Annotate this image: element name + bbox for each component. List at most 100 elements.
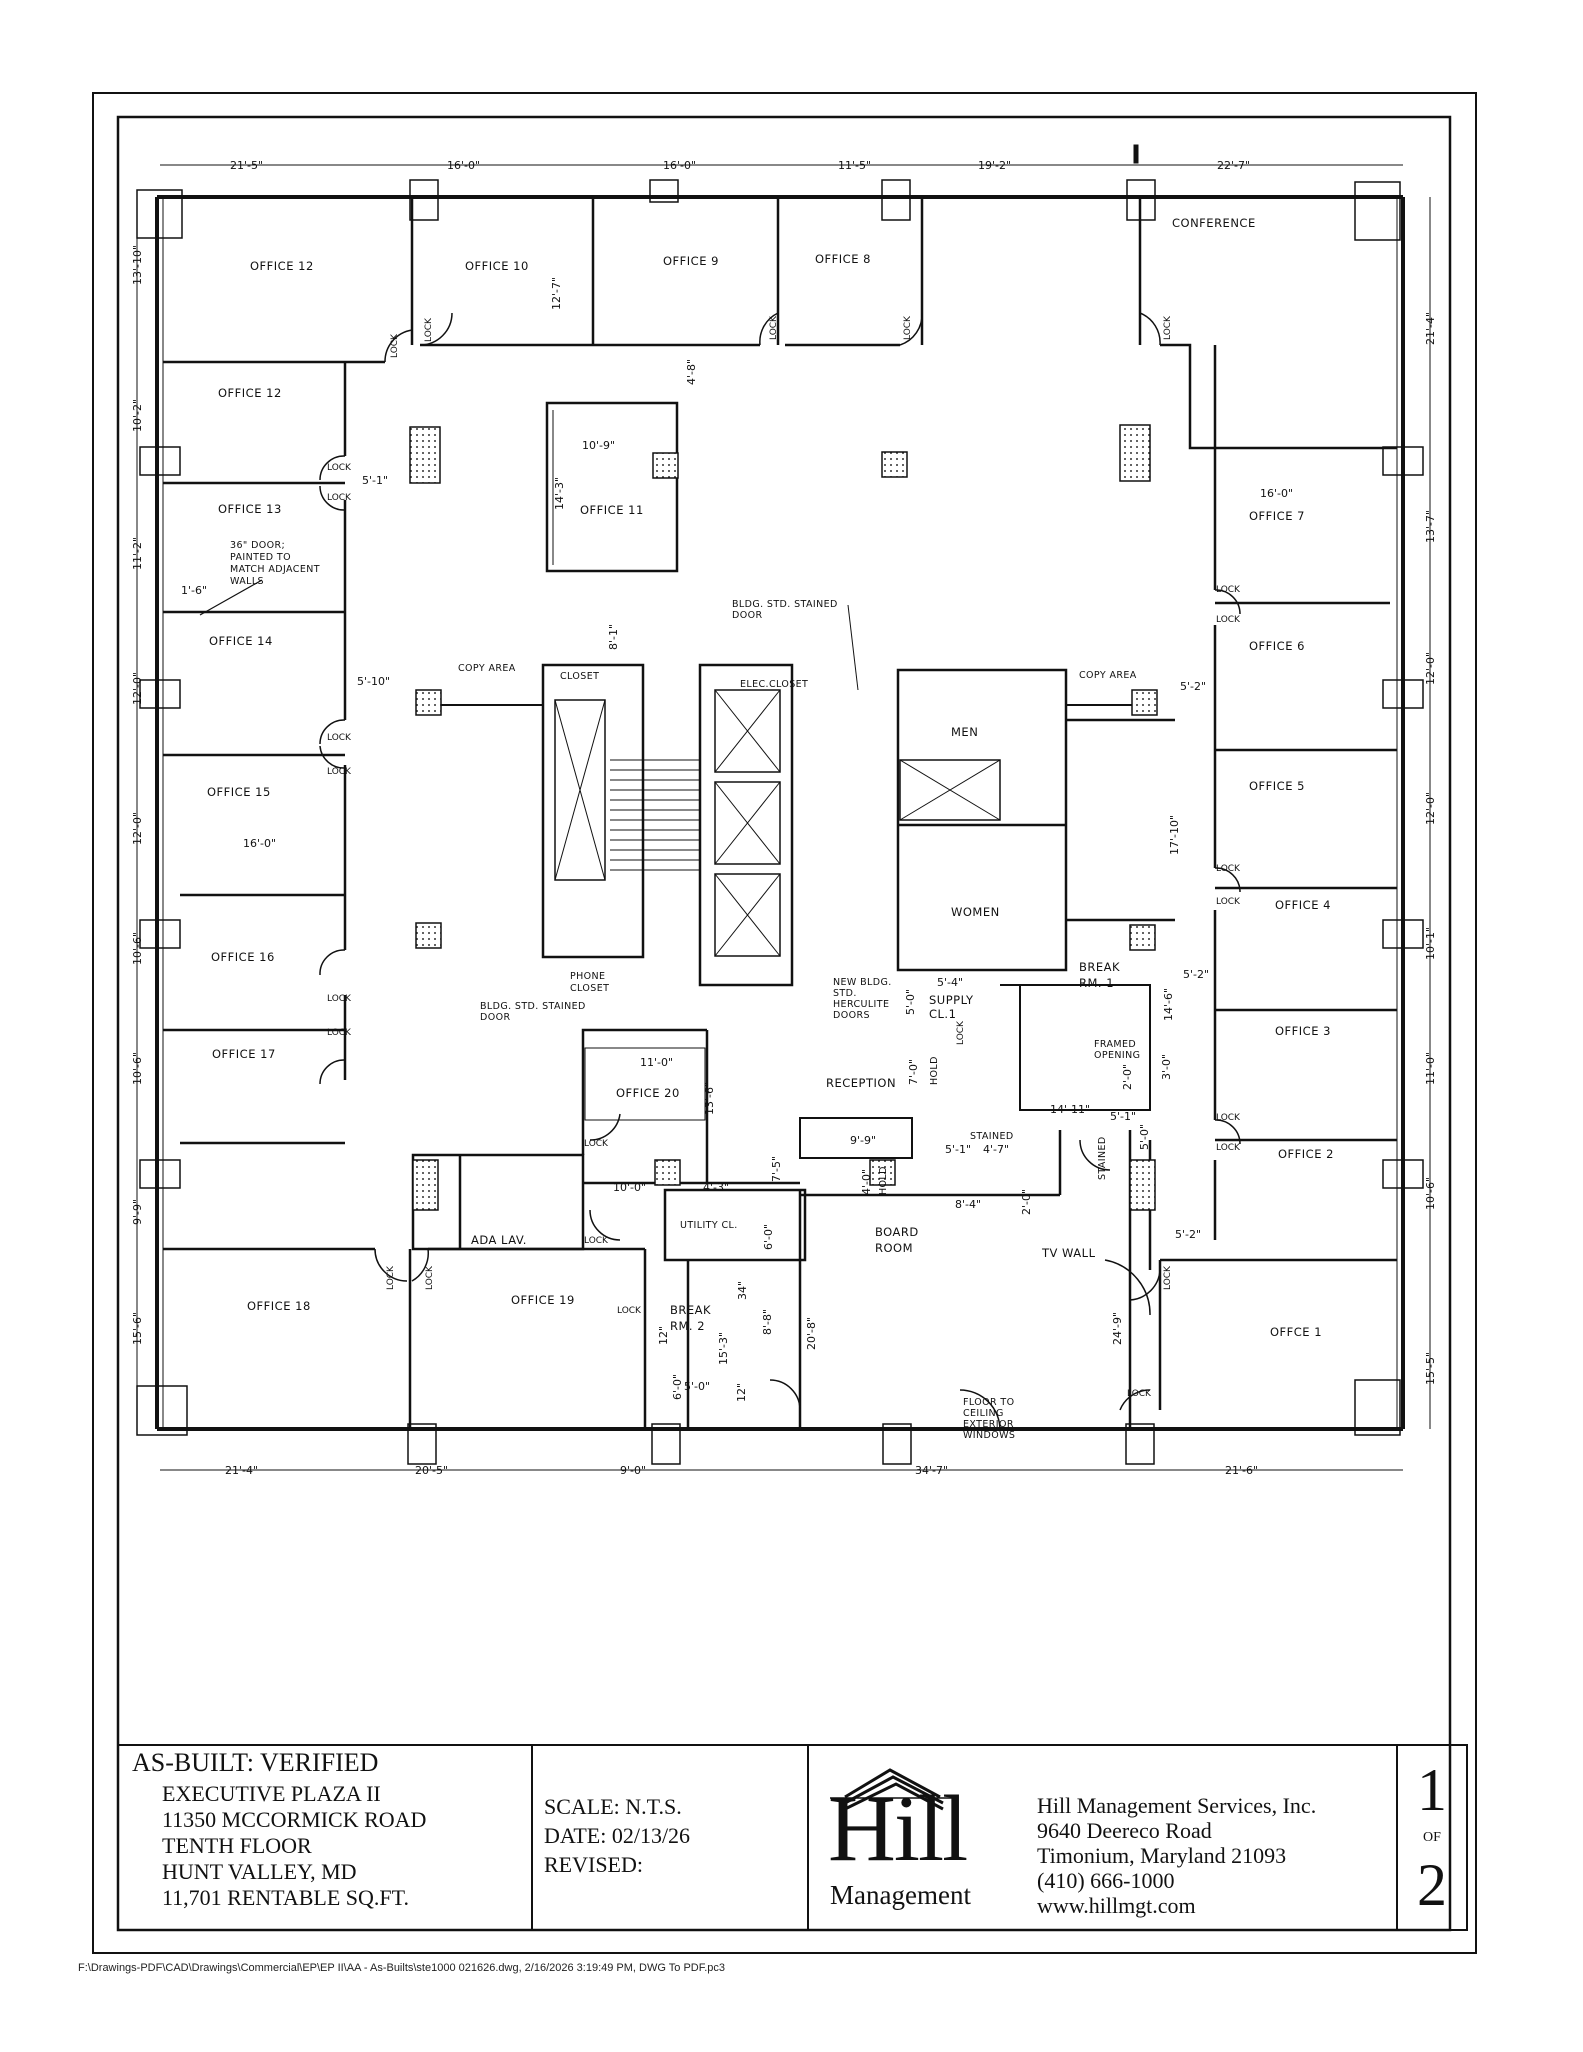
svg-text:11'-2": 11'-2" [131, 537, 144, 570]
svg-text:STD.: STD. [833, 988, 857, 999]
dimension-lines [136, 144, 1431, 1471]
svg-text:LOCK: LOCK [1127, 1389, 1152, 1399]
svg-text:4'-3": 4'-3" [703, 1181, 729, 1194]
svg-text:WOMEN: WOMEN [951, 905, 1000, 919]
svg-text:15'-3": 15'-3" [717, 1332, 730, 1365]
annotations: 36" DOOR; PAINTED TO MATCH ADJACENT WALL… [199, 540, 1140, 1441]
sheet-total: 2 [1417, 1852, 1447, 1918]
svg-text:13'-6": 13'-6" [703, 1082, 716, 1115]
svg-text:BREAK: BREAK [1079, 960, 1120, 974]
svg-text:10'-6": 10'-6" [1424, 1177, 1437, 1210]
svg-text:ELEC.CLOSET: ELEC.CLOSET [740, 679, 808, 690]
svg-text:8'-8": 8'-8" [761, 1309, 774, 1335]
svg-text:9'-9": 9'-9" [850, 1134, 876, 1147]
svg-text:15'-5": 15'-5" [1424, 1352, 1437, 1385]
svg-text:STAINED: STAINED [1097, 1136, 1108, 1180]
svg-text:21'-4": 21'-4" [1424, 312, 1437, 345]
svg-text:4'-0": 4'-0" [860, 1169, 873, 1195]
svg-text:20'-5": 20'-5" [415, 1464, 448, 1477]
company-street: 9640 Deereco Road [1037, 1818, 1212, 1843]
room-labels: OFFICE 12 OFFICE 10 OFFICE 9 OFFICE 8 CO… [207, 216, 1333, 1339]
svg-text:RECEPTION: RECEPTION [826, 1076, 896, 1090]
svg-text:OFFICE 15: OFFICE 15 [207, 785, 271, 799]
inner-border [116, 115, 1452, 1932]
svg-text:5'-2": 5'-2" [1183, 968, 1209, 981]
svg-text:DOOR: DOOR [732, 610, 762, 621]
svg-text:5'-0": 5'-0" [904, 989, 917, 1015]
hill-logo-word: Hill [828, 1777, 968, 1881]
svg-text:22'-7": 22'-7" [1217, 159, 1250, 172]
revised-label: REVISED: [544, 1852, 643, 1877]
date-label: DATE: 02/13/26 [544, 1823, 691, 1848]
svg-text:DOORS: DOORS [833, 1010, 870, 1021]
svg-text:LOCK: LOCK [424, 317, 434, 342]
perimeter-dimensions: 21'-5" 16'-0" 16'-0" 11'-5" 19'-2" 22'-7… [131, 159, 1437, 1477]
svg-text:11'-5": 11'-5" [838, 159, 871, 172]
svg-text:LOCK: LOCK [327, 767, 352, 777]
svg-text:14'-11": 14'-11" [1050, 1103, 1090, 1116]
svg-text:1'-6": 1'-6" [181, 584, 207, 597]
outer-border [92, 92, 1477, 1954]
svg-text:17'-10": 17'-10" [1168, 815, 1181, 855]
svg-text:24'-9": 24'-9" [1111, 1312, 1124, 1345]
hatched-columns [409, 424, 1158, 1211]
svg-text:10'-2": 10'-2" [131, 399, 144, 432]
address-line: TENTH FLOOR [162, 1833, 312, 1858]
svg-text:OFFICE 4: OFFICE 4 [1275, 898, 1331, 912]
svg-text:LOCK: LOCK [584, 1139, 609, 1149]
hill-logo-roof-icon [830, 1768, 958, 1811]
sheet-of-label: OF [1423, 1830, 1441, 1845]
svg-text:CL.1: CL.1 [929, 1007, 956, 1021]
svg-text:OFFICE 10: OFFICE 10 [465, 259, 529, 273]
svg-text:LOCK: LOCK [903, 315, 913, 340]
svg-text:OFFICE 7: OFFICE 7 [1249, 509, 1305, 523]
svg-text:OFFICE 5: OFFICE 5 [1249, 779, 1305, 793]
svg-text:16'-0": 16'-0" [663, 159, 696, 172]
svg-text:10'-6": 10'-6" [131, 1052, 144, 1085]
svg-text:12'-7": 12'-7" [550, 277, 563, 310]
svg-text:13'-7": 13'-7" [1424, 510, 1437, 543]
svg-text:20'-8": 20'-8" [805, 1317, 818, 1350]
svg-text:COPY AREA: COPY AREA [1079, 670, 1137, 681]
svg-text:5'-1": 5'-1" [362, 474, 388, 487]
svg-text:OFFICE 11: OFFICE 11 [580, 503, 644, 517]
hill-logo-sub: Management [830, 1880, 971, 1910]
svg-text:5'-1": 5'-1" [1110, 1110, 1136, 1123]
svg-text:21'-6": 21'-6" [1225, 1464, 1258, 1477]
svg-text:OFFICE 19: OFFICE 19 [511, 1293, 575, 1307]
svg-text:UTILITY CL.: UTILITY CL. [680, 1220, 738, 1231]
file-path-footer: F:\Drawings-PDF\CAD\Drawings\Commercial\… [78, 1962, 726, 1974]
svg-text:SUPPLY: SUPPLY [929, 993, 974, 1007]
address-line: HUNT VALLEY, MD [162, 1859, 357, 1884]
sheet-number: 1 [1417, 1757, 1447, 1823]
svg-text:BLDG. STD. STAINED: BLDG. STD. STAINED [480, 1001, 586, 1012]
svg-text:13'-10": 13'-10" [131, 245, 144, 285]
svg-text:2'-0": 2'-0" [1121, 1064, 1134, 1090]
svg-text:OFFICE 12: OFFICE 12 [218, 386, 282, 400]
svg-text:LOCK: LOCK [956, 1020, 966, 1045]
svg-text:15'-6": 15'-6" [131, 1312, 144, 1345]
svg-text:ADA LAV.: ADA LAV. [471, 1233, 527, 1247]
svg-text:ROOM: ROOM [875, 1241, 913, 1255]
svg-text:7'-0": 7'-0" [907, 1059, 920, 1085]
svg-text:CONFERENCE: CONFERENCE [1172, 216, 1256, 230]
svg-text:LOCK: LOCK [1216, 897, 1241, 907]
svg-text:12": 12" [657, 1326, 670, 1345]
project-address: EXECUTIVE PLAZA II 11350 MCCORMICK ROAD … [162, 1781, 426, 1911]
building-shell [136, 179, 1424, 1465]
svg-text:OFFICE 16: OFFICE 16 [211, 950, 275, 964]
svg-text:5'-1": 5'-1" [945, 1143, 971, 1156]
svg-text:OPENING: OPENING [1094, 1050, 1140, 1061]
svg-text:5'-2": 5'-2" [1180, 680, 1206, 693]
svg-text:FLOOR TO: FLOOR TO [963, 1397, 1014, 1408]
svg-text:10'-9": 10'-9" [582, 439, 615, 452]
svg-text:OFFICE 12: OFFICE 12 [250, 259, 314, 273]
svg-text:COPY AREA: COPY AREA [458, 663, 516, 674]
svg-text:7'-5": 7'-5" [770, 1156, 783, 1182]
title-block-frame [117, 1744, 1468, 1931]
svg-text:34": 34" [736, 1281, 749, 1300]
address-line: 11,701 RENTABLE SQ.FT. [162, 1885, 409, 1910]
svg-text:BREAK: BREAK [670, 1303, 711, 1317]
svg-text:11'-0": 11'-0" [640, 1056, 673, 1069]
